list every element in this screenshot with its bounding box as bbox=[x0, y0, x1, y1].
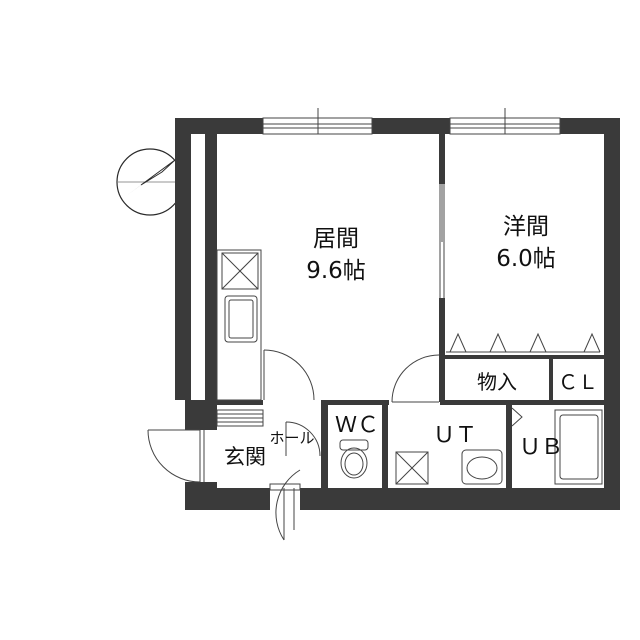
utility-label: ＵＴ bbox=[433, 423, 477, 448]
window-western bbox=[449, 108, 561, 135]
toilet-label: ＷＣ bbox=[335, 413, 379, 438]
washer-pan-icon bbox=[395, 451, 429, 485]
door-toilet bbox=[285, 421, 321, 457]
closet-label: ＣＬ bbox=[558, 370, 598, 394]
door-bath bbox=[511, 407, 523, 427]
washbasin-icon bbox=[461, 449, 503, 485]
storage-folding-doors bbox=[446, 332, 601, 353]
interior-walls bbox=[217, 134, 604, 488]
exterior-walls bbox=[175, 118, 620, 510]
entrance-label: 玄関 bbox=[224, 445, 266, 469]
sliding-door-partition bbox=[439, 184, 445, 298]
door-utility bbox=[391, 354, 440, 403]
stove-icon bbox=[221, 252, 259, 290]
bath-label: ＵＢ bbox=[519, 435, 563, 460]
storage-label: 物入 bbox=[477, 370, 517, 394]
western-room-name: 洋間 bbox=[503, 214, 549, 240]
living-room-size: 9.6帖 bbox=[306, 258, 366, 284]
bathtub-icon bbox=[554, 409, 603, 485]
living-room-name: 居間 bbox=[313, 226, 359, 252]
door-living bbox=[263, 349, 315, 401]
window-living bbox=[262, 108, 373, 135]
toilet-icon bbox=[339, 439, 369, 479]
door-hall-bottom bbox=[269, 469, 301, 541]
kitchen-sink-icon bbox=[224, 295, 258, 343]
compass-north-arrow-icon bbox=[116, 148, 184, 216]
door-entrance bbox=[147, 429, 205, 483]
shoe-cabinet bbox=[216, 409, 264, 427]
kitchen-counter bbox=[216, 249, 262, 401]
western-room-size: 6.0帖 bbox=[496, 246, 556, 272]
hall-label: ホール bbox=[269, 429, 314, 447]
